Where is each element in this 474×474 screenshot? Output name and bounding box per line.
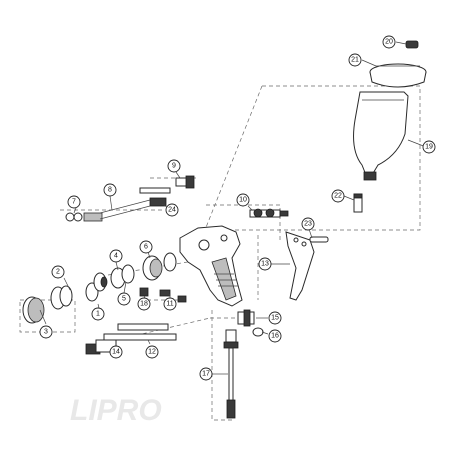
callout-17: 17	[199, 367, 213, 381]
background-watermark: LIPRO	[70, 394, 162, 427]
svg-text:11: 11	[166, 301, 173, 308]
callout-21: 21	[348, 53, 362, 67]
svg-text:12: 12	[148, 349, 156, 356]
svg-text:10: 10	[239, 197, 247, 204]
callout-12: 12	[145, 345, 159, 359]
callout-8: 8	[103, 183, 117, 197]
svg-text:15: 15	[271, 315, 279, 322]
needle-and-spring	[85, 323, 177, 355]
svg-text:9: 9	[172, 163, 176, 170]
callout-18: 18	[137, 297, 151, 311]
callout-11: 11	[163, 297, 177, 311]
spring-part	[139, 187, 171, 194]
callout-19: 19	[422, 140, 436, 154]
svg-text:21: 21	[351, 57, 359, 64]
svg-text:17: 17	[202, 371, 210, 378]
air-valve	[249, 208, 289, 218]
callout-3: 3	[39, 325, 53, 339]
cup-lid	[369, 63, 427, 88]
nozzle-rings	[110, 252, 177, 289]
callout-5: 5	[117, 292, 131, 306]
svg-text:14: 14	[112, 349, 120, 356]
needle-seal-group	[65, 197, 167, 222]
callout-2: 2	[51, 265, 65, 279]
callout-9: 9	[167, 159, 181, 173]
svg-text:7: 7	[72, 199, 76, 206]
callout-7: 7	[67, 195, 81, 209]
air-cap-assembly	[22, 272, 108, 324]
callout-1: 1	[91, 307, 105, 321]
trigger	[285, 231, 315, 301]
svg-text:8: 8	[108, 187, 112, 194]
callout-22: 22	[331, 189, 345, 203]
callout-15: 15	[268, 311, 282, 325]
trigger-pin	[309, 236, 329, 243]
svg-text:23: 23	[304, 221, 312, 228]
lid-plug	[405, 40, 419, 49]
svg-text:2: 2	[56, 269, 60, 276]
svg-text:1: 1	[96, 311, 100, 318]
svg-text:18: 18	[140, 301, 148, 308]
callout-24: 24	[165, 203, 179, 217]
svg-text:16: 16	[271, 333, 279, 340]
callout-16: 16	[268, 329, 282, 343]
callout-14: 14	[109, 345, 123, 359]
fluid-valve	[175, 175, 195, 189]
callout-13: 13	[258, 257, 272, 271]
svg-text:19: 19	[425, 144, 433, 151]
cup-filter	[353, 193, 363, 213]
svg-text:5: 5	[122, 296, 126, 303]
callout-23: 23	[301, 217, 315, 231]
assembly-dashed-lines	[19, 85, 421, 421]
svg-text:6: 6	[144, 244, 148, 251]
svg-text:3: 3	[44, 329, 48, 336]
callout-4: 4	[109, 249, 123, 263]
air-valve-stem	[223, 329, 239, 419]
svg-text:20: 20	[385, 39, 393, 46]
svg-text:4: 4	[114, 253, 118, 260]
paint-cup	[353, 91, 409, 181]
callout-6: 6	[139, 240, 153, 254]
callout-20: 20	[382, 35, 396, 49]
callout-10: 10	[236, 193, 250, 207]
svg-text:22: 22	[334, 193, 342, 200]
svg-text:13: 13	[261, 261, 269, 268]
svg-text:24: 24	[168, 207, 176, 214]
air-inlet-fittings	[237, 309, 264, 337]
gun-body	[179, 225, 243, 307]
